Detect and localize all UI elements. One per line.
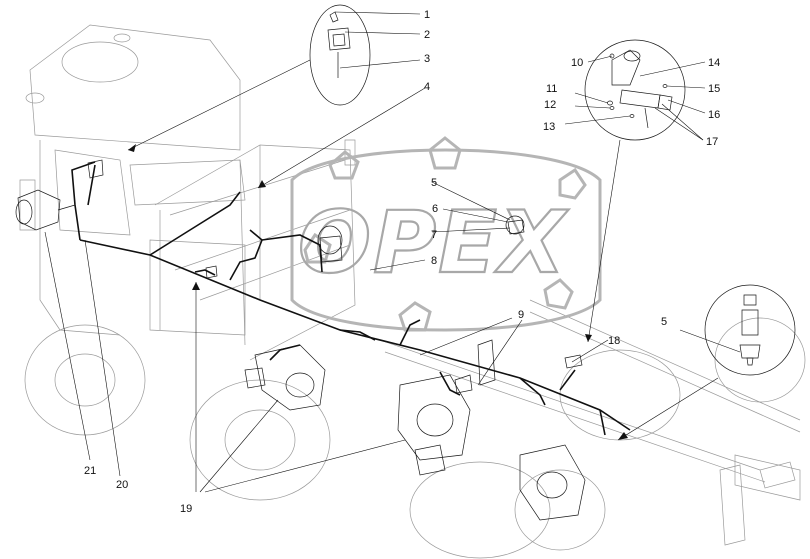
detail-sensor xyxy=(704,284,796,376)
callout-19: 19 xyxy=(180,503,192,515)
sensor-mount-cab xyxy=(317,225,343,263)
callout-20: 20 xyxy=(116,479,128,491)
callout-5: 5 xyxy=(431,177,437,189)
cab-lamp xyxy=(15,189,76,231)
truck-cab xyxy=(19,24,246,336)
bracket-top xyxy=(87,159,104,179)
callout-4: 4 xyxy=(424,81,430,93)
axle-gearbox-middle xyxy=(397,374,471,476)
pressure-sensor-on-vehicle xyxy=(505,215,525,235)
callout-12: 12 xyxy=(544,99,556,111)
callout-5-sensor: 5 xyxy=(661,316,667,328)
callout-18: 18 xyxy=(608,335,620,347)
wiring-harness xyxy=(71,161,631,436)
callout-10: 10 xyxy=(571,57,583,69)
callout-16: 16 xyxy=(708,109,720,121)
callout-2: 2 xyxy=(424,29,430,41)
connector-18 xyxy=(564,354,583,369)
arrowheads xyxy=(128,144,628,440)
connector-mid xyxy=(454,339,496,394)
callout-14: 14 xyxy=(708,57,720,69)
axle-gearbox-rear xyxy=(519,444,586,521)
callout-11: 11 xyxy=(546,83,557,95)
callout-15: 15 xyxy=(708,83,720,95)
callout-17: 17 xyxy=(706,136,718,148)
detail-clamp xyxy=(309,4,371,106)
callout-8: 8 xyxy=(431,255,437,267)
callout-3: 3 xyxy=(424,53,430,65)
callout-6: 6 xyxy=(432,203,438,215)
wheels xyxy=(24,317,806,559)
callout-1: 1 xyxy=(424,9,430,21)
watermark: OPEX xyxy=(290,136,602,332)
leader-lines xyxy=(44,11,741,493)
chassis-frame xyxy=(379,299,801,546)
frame-bracket xyxy=(205,265,218,279)
callout-9: 9 xyxy=(518,309,524,321)
axle-gearbox-front xyxy=(244,344,326,411)
callout-numbers: 1 2 3 4 5 6 7 8 9 10 11 12 13 14 15 16 1… xyxy=(84,9,720,515)
detail-switch-assembly xyxy=(584,39,686,141)
callout-13: 13 xyxy=(543,121,555,133)
callout-7: 7 xyxy=(431,229,437,241)
callout-21: 21 xyxy=(84,465,96,477)
